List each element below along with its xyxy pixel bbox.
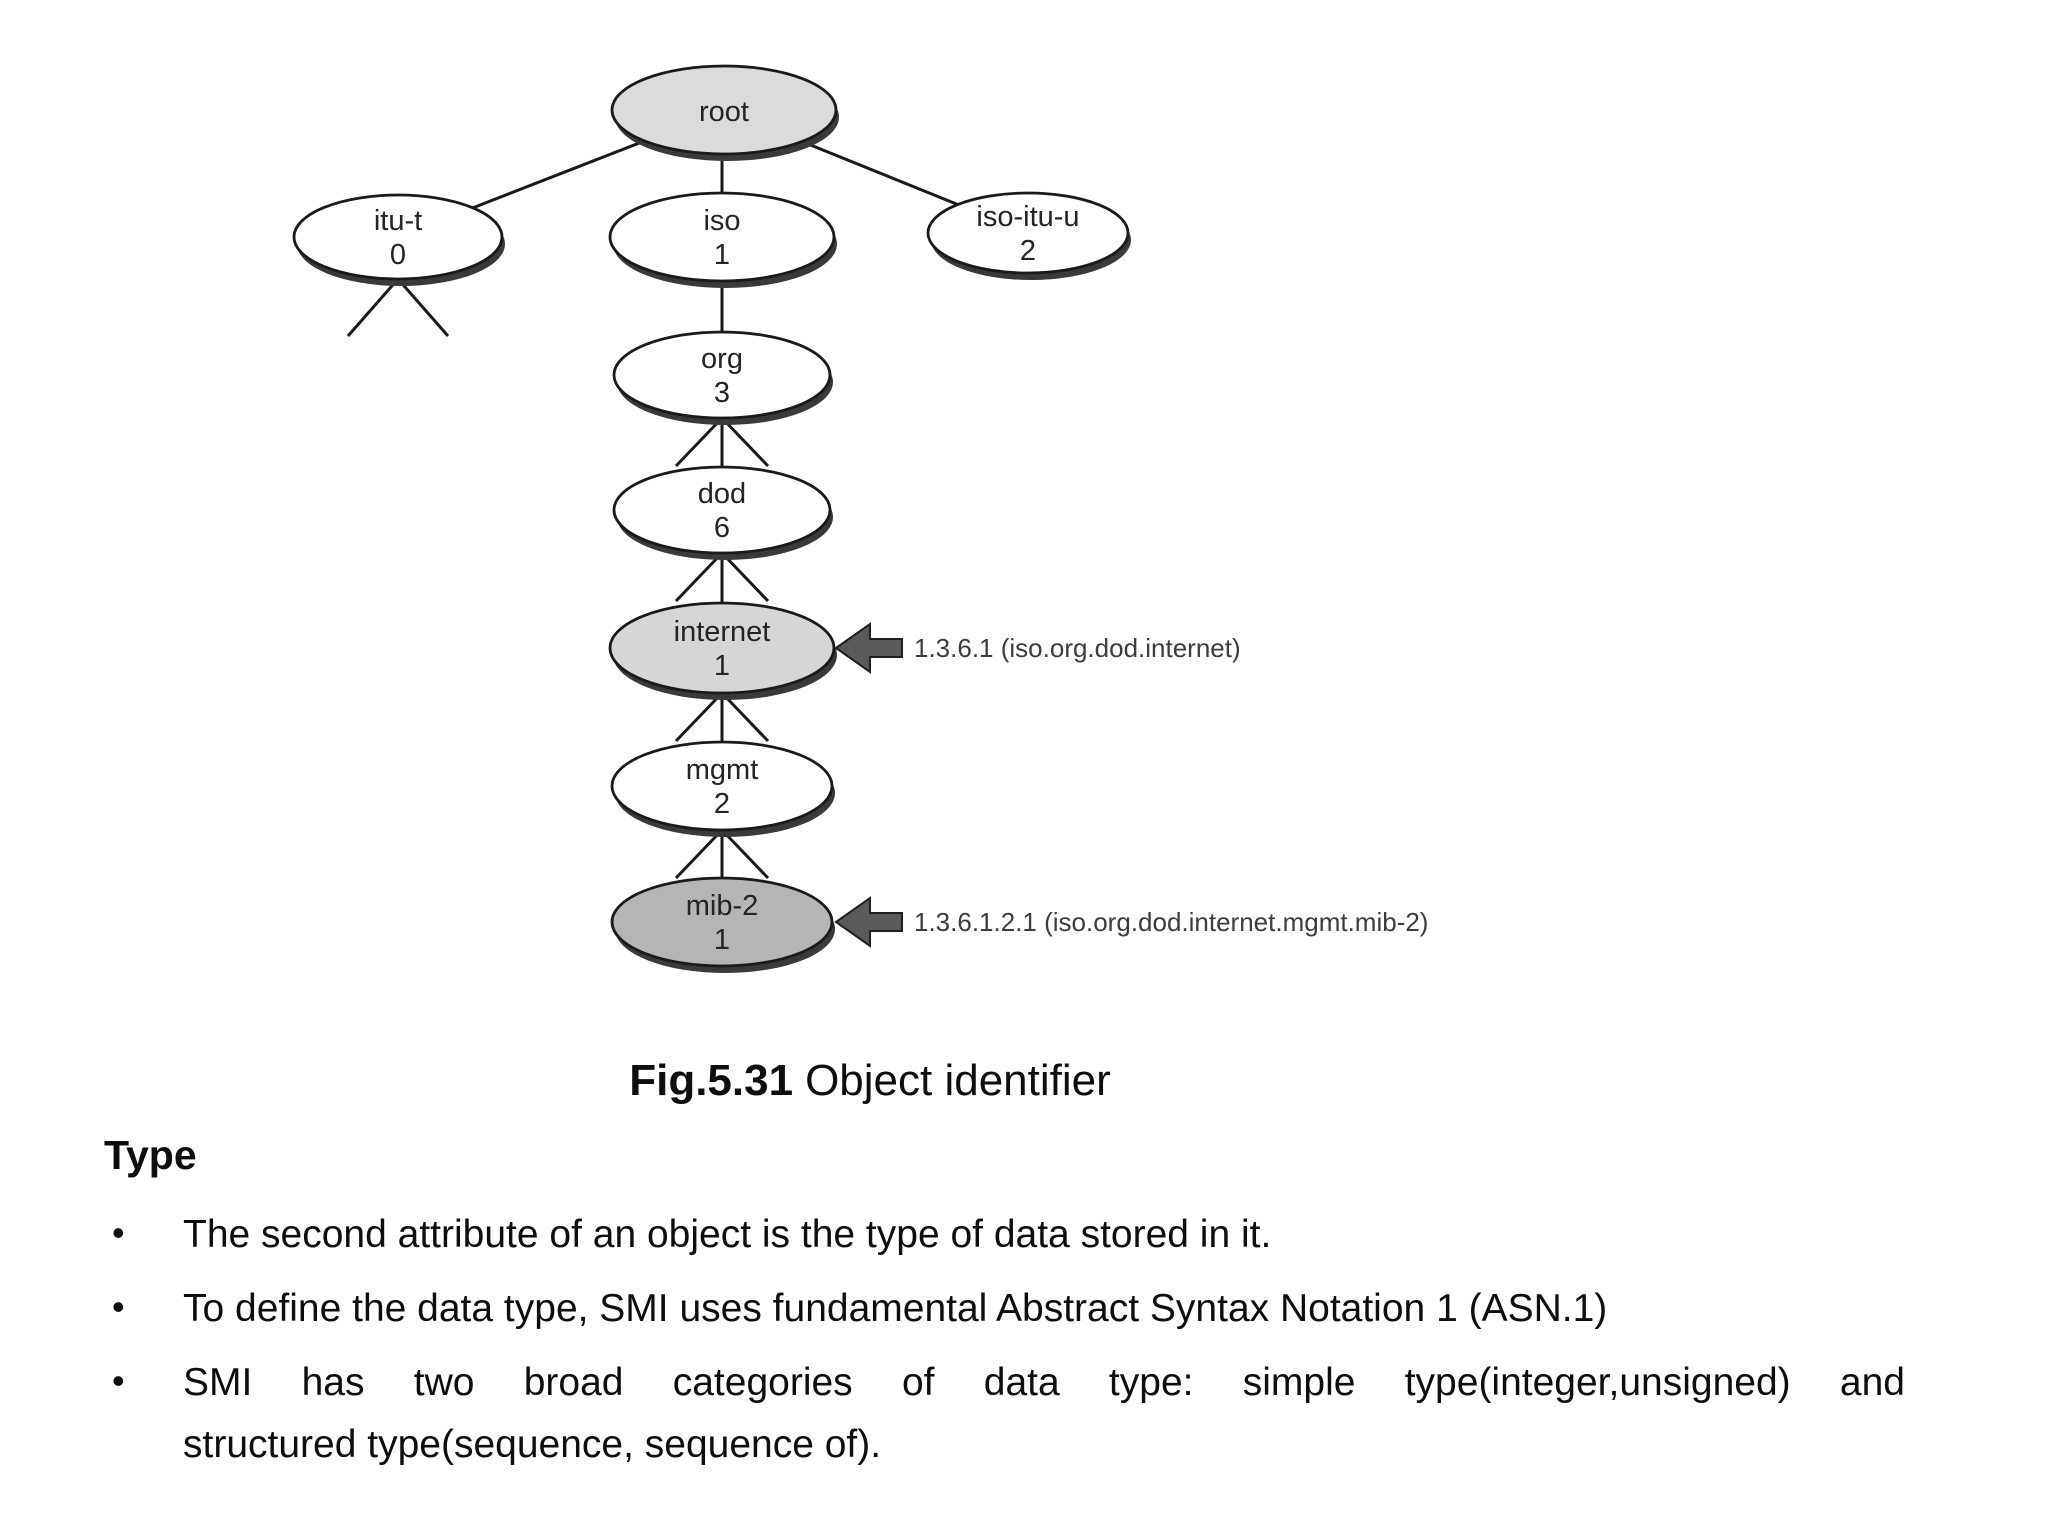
bullet-item: To define the data type, SMI uses fundam… <box>104 1276 1905 1340</box>
tree-node-dod: dod 6 <box>612 465 833 560</box>
node-label: mgmt <box>686 754 759 786</box>
branch-mark <box>396 278 450 337</box>
node-ellipse <box>608 191 836 283</box>
oid-tree-diagram: root itu-t 0 iso 1 iso-itu-u 2 org <box>292 64 1428 973</box>
branch-mark <box>346 278 400 337</box>
bullet-line: SMI has two broad categories of data typ… <box>183 1361 1905 1404</box>
branch-mark <box>674 551 724 603</box>
node-label: mib-2 <box>686 890 759 922</box>
bullet-line: The second attribute of an object is the… <box>183 1213 1272 1256</box>
branch-mark <box>720 416 770 468</box>
branch-mark <box>674 416 724 468</box>
node-label: itu-t <box>374 205 422 237</box>
branch-mark <box>720 828 770 880</box>
node-number: 1 <box>714 650 730 682</box>
tree-node-itu-t: itu-t 0 <box>292 193 505 286</box>
bullet-item: SMI has two broad categories of data typ… <box>104 1350 1905 1476</box>
node-number: 0 <box>390 239 406 271</box>
branch-mark <box>674 828 724 880</box>
tree-node-org: org 3 <box>612 330 833 425</box>
branch-mark <box>720 551 770 603</box>
node-ellipse <box>612 330 832 420</box>
oid-annotation-mib-2: 1.3.6.1.2.1 (iso.org.dod.internet.mgmt.m… <box>834 896 1428 948</box>
node-number: 2 <box>714 788 730 820</box>
oid-annotation-text: 1.3.6.1.2.1 (iso.org.dod.internet.mgmt.m… <box>914 907 1428 937</box>
node-ellipse <box>926 191 1130 275</box>
node-number: 2 <box>1020 235 1036 267</box>
node-label: org <box>701 343 743 375</box>
pruned-branch-marks <box>346 278 770 880</box>
node-number: 1 <box>714 924 730 956</box>
node-ellipse <box>608 601 836 695</box>
bullet-line: structured type(sequence, sequence of). <box>183 1423 882 1466</box>
oid-annotation-text: 1.3.6.1 (iso.org.dod.internet) <box>914 633 1241 663</box>
oid-annotation-internet: 1.3.6.1 (iso.org.dod.internet) <box>834 622 1241 674</box>
figure-caption-title: Object identifier <box>805 1056 1111 1105</box>
node-number: 1 <box>714 239 730 271</box>
left-arrow-icon <box>834 622 903 674</box>
left-arrow-icon <box>834 896 903 948</box>
node-label: iso-itu-u <box>976 201 1079 233</box>
tree-node-mib-2: mib-2 1 <box>610 876 835 973</box>
node-number: 6 <box>714 512 730 544</box>
node-label: root <box>699 96 749 128</box>
node-label: internet <box>674 616 771 648</box>
node-ellipse <box>610 64 838 156</box>
node-ellipse <box>612 465 832 555</box>
bullet-line: To define the data type, SMI uses fundam… <box>183 1287 1608 1330</box>
tree-node-internet: internet 1 <box>608 601 837 700</box>
node-ellipse <box>610 740 834 832</box>
tree-node-root: root <box>610 64 839 161</box>
branch-mark <box>674 691 724 743</box>
node-label: iso <box>703 205 740 237</box>
node-number: 3 <box>714 377 730 409</box>
section-heading: Type <box>104 1132 197 1178</box>
figure-caption-number: Fig.5.31 <box>629 1056 794 1105</box>
branch-mark <box>720 691 770 743</box>
node-ellipse <box>292 193 504 281</box>
bullet-item: The second attribute of an object is the… <box>104 1202 1905 1266</box>
tree-node-iso-itu-u: iso-itu-u 2 <box>926 191 1131 280</box>
node-ellipse <box>610 876 834 968</box>
tree-node-iso: iso 1 <box>608 191 837 288</box>
node-label: dod <box>698 478 746 510</box>
bullet-list: The second attribute of an object is the… <box>104 1202 1905 1488</box>
tree-node-mgmt: mgmt 2 <box>610 740 835 837</box>
